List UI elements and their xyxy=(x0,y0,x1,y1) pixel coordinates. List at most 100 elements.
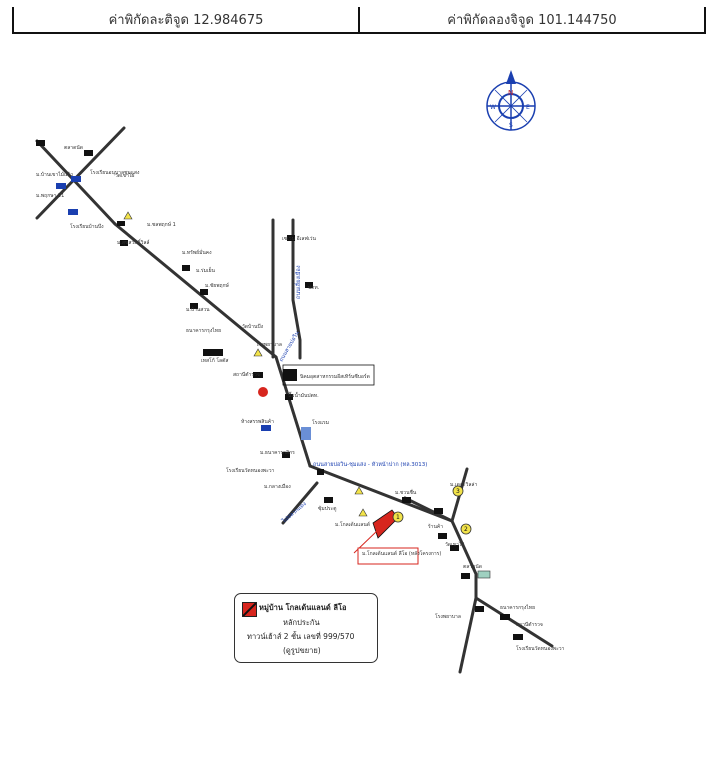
latitude-label: ค่าพิกัดละติจูด 12.984675 xyxy=(108,13,264,28)
marker-3-label: 3 xyxy=(456,488,460,495)
place-label-village-e: ม.ทรัพย์มั่นคง xyxy=(182,249,212,256)
building-icon xyxy=(450,545,459,551)
place-label-gate: ซุ้มประตู xyxy=(318,505,336,512)
project-callout-label: ม.โกลเด้นแลนด์ ลีโอ (หลังโครงการ) xyxy=(362,550,441,557)
building-icon xyxy=(402,497,411,503)
building-icon xyxy=(475,606,484,612)
truck-icon xyxy=(68,209,78,215)
legend-line-3: ทาวน์เฮ้าส์ 2 ชั้น เลขที่ 999/570 xyxy=(247,632,355,641)
building-icon xyxy=(461,573,470,579)
place-label-ptt: ปตท. xyxy=(308,285,320,291)
building-icon xyxy=(190,303,198,309)
compass-n-label: N xyxy=(508,89,513,97)
place-label-hospital: โรงพยาบาล xyxy=(256,341,282,348)
place-label-tesco: เทสโก้ โลตัส xyxy=(201,357,228,364)
compass-w-label: W xyxy=(490,104,496,111)
place-label-village-f: ม.ร่มเย็น xyxy=(196,266,216,274)
place-label-factory-b: ห้างสรรพสินค้า xyxy=(241,418,274,425)
place-label-temple: วัดเขาไผ่ xyxy=(115,172,135,179)
building-icon xyxy=(287,235,295,241)
place-label-temple-b: วัดเขาไผ่ xyxy=(445,541,465,548)
building-icon xyxy=(200,289,208,295)
place-label-shop: เซเว่น อีเลฟเว่น xyxy=(282,235,316,242)
compass-s-label: S xyxy=(509,122,513,129)
place-label-police: สถานีตำรวจ xyxy=(233,371,260,378)
warning-icon xyxy=(354,486,364,495)
building-icon xyxy=(84,150,93,156)
compass-e-label: E xyxy=(526,104,530,111)
place-label-market-b: ตลาดนัด xyxy=(463,564,482,570)
place-label-village-c: ม.ชลพฤกษ์ 1 xyxy=(147,221,176,228)
place-label-hotel: โรงแรม xyxy=(312,419,329,426)
landmark-icons xyxy=(36,140,523,640)
road-label-3013: ถนนสายบ่อวิน-ชุมแสง - หัวหน้าปาก (ทล.301… xyxy=(313,461,427,468)
truck-icon xyxy=(56,183,66,189)
place-label-village-l: ม.เดอะวิลล่า xyxy=(450,481,477,488)
marker-2-label: 2 xyxy=(464,526,468,533)
warning-icon xyxy=(123,211,133,220)
building-icon xyxy=(438,533,447,539)
factory-label-box xyxy=(282,364,375,386)
building-icon xyxy=(324,497,333,503)
building-icon xyxy=(500,614,510,620)
tower-icon xyxy=(301,427,311,440)
marker-2: 2 xyxy=(460,523,472,535)
road-network xyxy=(35,126,554,674)
building-icon xyxy=(317,469,324,475)
legend-line-2: หลักประกัน xyxy=(283,618,320,627)
building-icon xyxy=(117,221,125,226)
place-label-villa-mark: ม.โกลเด้นแลนด์ xyxy=(335,521,370,528)
place-label-bank: ธนาคารกรุงไทย xyxy=(186,327,221,334)
warning-icon xyxy=(253,348,263,357)
place-label-village-j: ม.กลางเมือง xyxy=(264,483,291,490)
legend-line-4: (ดูรูปขยาย) xyxy=(283,646,321,655)
marker-3: 3 xyxy=(452,485,464,497)
place-label-village-i: ม.ธนาคารกสิกร xyxy=(260,449,295,456)
place-label-police-b: สถานีตำรวจ xyxy=(516,621,543,628)
place-label-village-a: ม.บ้านเขาไม้แก้ว xyxy=(36,171,73,178)
place-label-village-g: ม.ชัยพฤกษ์ xyxy=(205,282,230,289)
building-icon xyxy=(305,282,313,288)
place-label-village-b: ม.พฤกษา 21 xyxy=(36,193,64,199)
place-label-bank-b: ธนาคารกรุงไทย xyxy=(500,604,535,611)
longitude-cell: ค่าพิกัดลองจิจูด 101.144750 xyxy=(360,7,706,32)
place-label-school-c: โรงเรียนวัดหนองพะวา xyxy=(516,645,565,652)
place-label-village-h: ม.บ้านสวน xyxy=(186,306,210,313)
project-callout-box xyxy=(357,547,419,565)
place-label-school-top: โรงเรียนอนุบาลชุมแสง xyxy=(90,169,140,176)
building-icon xyxy=(120,240,128,246)
building-icon xyxy=(434,508,443,514)
marker-1-label: 1 xyxy=(396,514,400,521)
place-label-market: ตลาดนัด xyxy=(64,145,83,151)
legend-box: หมู่บ้าน โกลเด้นแลนด์ ลีโอ หลักประกัน ทา… xyxy=(234,593,378,663)
place-label-village-k: ม.ชวนชื่น xyxy=(395,489,417,496)
road-label-chonburi: ถนนเลี่ยงเมือง xyxy=(294,265,302,299)
road-label-pluakdaeng: ไปปลวกแดง xyxy=(280,500,308,525)
location-map: N E S W ถนนสายบ่อวิน ถนนเลี่ยงเมือง ถนนส… xyxy=(35,70,565,674)
legend-swatch-icon xyxy=(242,602,257,617)
coordinates-bar: ค่าพิกัดละติจูด 12.984675 ค่าพิกัดลองจิจ… xyxy=(12,7,706,34)
legend-title: หมู่บ้าน โกลเด้นแลนด์ ลีโอ xyxy=(259,603,347,612)
building-icon xyxy=(36,140,45,146)
building-icon xyxy=(285,394,293,400)
place-label-hospital-b: โรงพยาบาล xyxy=(435,613,461,620)
building-icon xyxy=(253,372,263,378)
petrol-icon xyxy=(258,387,268,397)
building-icon xyxy=(513,634,523,640)
building-icon xyxy=(182,265,190,271)
place-label-petrol: ปั๊มน้ำมันปตท. xyxy=(288,390,319,399)
place-label-village-d: ม.สุขสวัสดิ์วิลล์ xyxy=(117,238,149,246)
hotel-icon xyxy=(477,570,491,579)
latitude-cell: ค่าพิกัดละติจูด 12.984675 xyxy=(12,7,360,32)
market-icon xyxy=(203,349,223,356)
truck-icon xyxy=(71,176,81,182)
longitude-label: ค่าพิกัดลองจิจูด 101.144750 xyxy=(447,13,617,28)
building-icon xyxy=(282,452,290,458)
place-label-school-low: โรงเรียนวัดหนองพะวา xyxy=(226,467,275,474)
marker-1: 1 xyxy=(392,511,404,523)
compass-rose-icon: N E S W xyxy=(486,70,536,131)
factory-label: นิคมอุตสาหกรรมอีสเทิร์นซีบอร์ด xyxy=(300,373,370,380)
place-label-school-mid: โรงเรียนบ้านบึง xyxy=(70,223,104,230)
place-label-school-b: วัดบ้านบึง xyxy=(242,323,264,330)
place-label-shop-b: ร้านค้า xyxy=(428,523,444,530)
